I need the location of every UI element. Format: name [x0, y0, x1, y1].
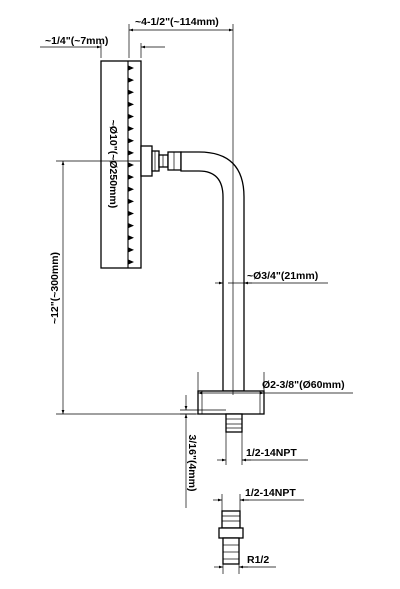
nozzle-tooth	[128, 150, 134, 156]
shower-head-nozzles	[128, 65, 134, 265]
nozzle-tooth	[128, 223, 134, 229]
dimension-arm-diameter: ~Ø3/4"(21mm)	[215, 270, 328, 285]
arm-thread-label: 1/2-14NPT	[246, 447, 297, 459]
nozzle-tooth	[128, 259, 134, 265]
callout-adapter-thread-bottom: R1/2	[214, 554, 276, 574]
flange-diameter-label: Ø2-3/8"(Ø60mm)	[262, 379, 345, 391]
adapter-thread-top-label: 1/2-14NPT	[245, 487, 296, 499]
arm-drop-label: ~12"(~300mm)	[49, 252, 61, 324]
nozzle-tooth	[128, 126, 134, 132]
arm-threaded-end	[225, 413, 243, 433]
nozzle-tooth	[128, 210, 134, 217]
dimension-head-diameter: ~Ø10"(~Ø250mm)	[107, 120, 119, 208]
thread-adapter	[218, 510, 244, 565]
wall-flange	[197, 390, 265, 415]
nozzle-tooth	[128, 113, 134, 120]
dimension-flange-offset: 3/16"(4mm)	[180, 395, 226, 508]
nozzle-tooth	[128, 89, 134, 95]
head-diameter-label: ~Ø10"(~Ø250mm)	[107, 120, 119, 208]
nozzle-tooth	[128, 65, 134, 71]
nozzle-tooth	[128, 198, 134, 204]
adapter-thread-bottom-label: R1/2	[247, 554, 269, 566]
nozzle-tooth	[128, 235, 134, 241]
arm-diameter-label: ~Ø3/4"(21mm)	[247, 270, 318, 282]
nozzle-tooth	[128, 162, 134, 168]
callout-adapter-thread-top: 1/2-14NPT	[213, 487, 304, 511]
shower-head	[100, 60, 142, 269]
nozzle-tooth	[128, 247, 134, 253]
nozzle-tooth	[128, 174, 134, 180]
shower-arm	[180, 151, 245, 392]
flange-offset-label: 3/16"(4mm)	[186, 435, 198, 492]
dimension-arm-reach: ~4-1/2"(~114mm)	[128, 16, 234, 395]
dimension-arm-drop: ~12"(~300mm)	[49, 160, 196, 415]
nozzle-tooth	[128, 77, 134, 83]
nozzle-tooth	[128, 186, 134, 192]
arm-reach-label: ~4-1/2"(~114mm)	[135, 16, 219, 28]
nozzle-tooth	[128, 101, 134, 107]
callout-arm-thread: 1/2-14NPT	[217, 432, 308, 465]
dimension-flange-diameter: Ø2-3/8"(Ø60mm)	[197, 372, 353, 395]
swivel-connector	[140, 145, 182, 177]
nozzle-tooth	[128, 138, 134, 144]
dimension-head-thickness: ~1/4"(~7mm)	[40, 35, 165, 58]
head-thickness-label: ~1/4"(~7mm)	[45, 35, 108, 47]
